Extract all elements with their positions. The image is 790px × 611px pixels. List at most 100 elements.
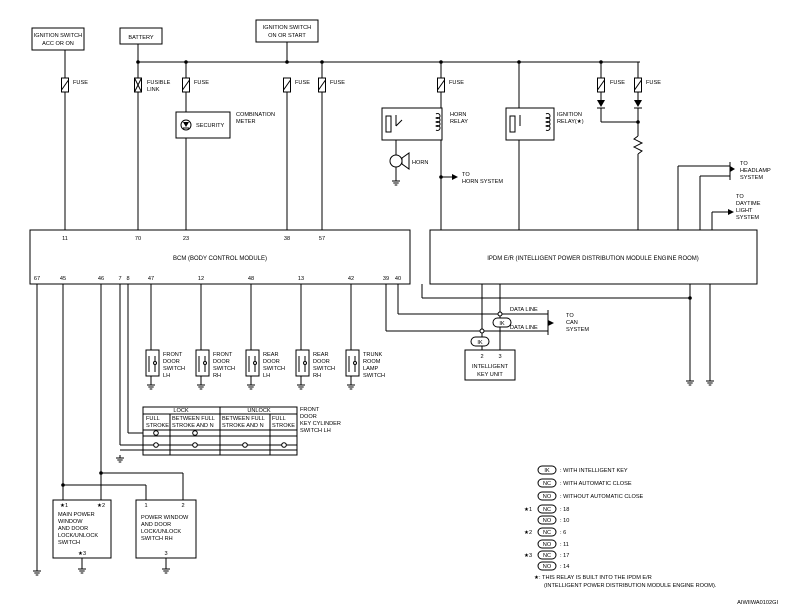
bcm-lower-wires <box>32 284 184 576</box>
door-sw-label: RH <box>313 373 321 379</box>
bcm-bottom-pin: 39 <box>383 276 389 282</box>
svg-text:NO: NO <box>543 494 552 500</box>
legend-row: IK : WITH INTELLIGENT KEY <box>537 465 628 475</box>
intelligent-key-unit: 2 3 INTELLIGENT KEY UNIT <box>464 349 516 381</box>
rh-pw-label: SWITCH RH <box>141 536 173 542</box>
door-sw-label: LH <box>263 373 270 379</box>
to-daytime-line4: SYSTEM <box>736 215 759 221</box>
supply-wires <box>64 42 640 230</box>
fuse-label: FUSE <box>610 80 625 86</box>
to-daytime-line1: TO <box>736 194 744 200</box>
fuse-ign-acc: FUSE <box>61 77 88 230</box>
combination-meter-line1: COMBINATION <box>236 112 275 118</box>
horn-relay-line2: RELAY <box>450 119 468 125</box>
main-pw-label: SWITCH <box>58 540 80 546</box>
door-sw-label: SWITCH <box>163 366 185 372</box>
to-daytime: TO DAYTIME LIGHT SYSTEM <box>711 194 761 230</box>
door-sw-label: RH <box>213 373 221 379</box>
combination-meter: SECURITY COMBINATION METER <box>175 111 275 230</box>
main-pw-label: LOCK/UNLOCK <box>58 533 98 539</box>
svg-text:: 6: : 6 <box>560 530 566 536</box>
bcm-top-pin: 57 <box>319 236 325 242</box>
horn-relay: HORN RELAY <box>381 107 468 230</box>
ignition-acc-box: IGNITION SWITCH ACC OR ON <box>31 27 85 51</box>
bcm-bottom-pin: 67 <box>34 276 40 282</box>
rh-pw-pin: 1 <box>144 503 147 509</box>
door-switch-rear-lh: REAR DOOR SWITCH LH <box>245 284 285 390</box>
svg-text:: WITH AUTOMATIC CLOSE: : WITH AUTOMATIC CLOSE <box>560 481 632 487</box>
kc-label: DOOR <box>300 414 317 420</box>
door-sw-label: SWITCH <box>213 366 235 372</box>
to-daytime-line2: DAYTIME <box>736 201 761 207</box>
svg-text:NC: NC <box>543 553 551 559</box>
fusible-link-line1: FUSIBLE <box>147 80 171 86</box>
bcm-label: BCM (BODY CONTROL MODULE) <box>173 256 267 262</box>
ik-tag: IK <box>477 340 483 346</box>
main-pw-pin3: ★3 <box>78 550 86 557</box>
data-line-label: DATA LINE <box>510 325 538 331</box>
kc-col-label: STROKE <box>272 423 295 429</box>
fuse-label: FUSE <box>330 80 345 86</box>
fuse-label: FUSE <box>449 80 464 86</box>
fuse-label: FUSE <box>73 80 88 86</box>
ipdm-grounds <box>685 284 715 386</box>
svg-text:IK: IK <box>544 468 550 474</box>
main-pw-pin1: ★1 <box>60 502 68 509</box>
legend-row: NC : WITH AUTOMATIC CLOSE <box>537 478 632 488</box>
svg-text:NC: NC <box>543 530 551 536</box>
kc-label: SWITCH LH <box>300 428 331 434</box>
door-sw-label: SWITCH <box>263 366 285 372</box>
bcm-bottom-pin: 45 <box>60 276 66 282</box>
main-pw-label: MAIN POWER <box>58 512 95 518</box>
legend-row: NO : WITHOUT AUTOMATIC CLOSE <box>537 491 644 501</box>
svg-text:: 17: : 17 <box>560 553 569 559</box>
ikey-label-line1: INTELLIGENT <box>472 364 509 370</box>
door-sw-label: FRONT <box>213 352 233 358</box>
kc-col-label: BETWEEN FULL <box>172 416 215 422</box>
ikey-pin: 2 <box>480 354 483 360</box>
kc-col-label: BETWEEN FULL <box>222 416 265 422</box>
ignition-relay-line2: RELAY(★) <box>557 118 584 125</box>
to-headlamp-line1: TO <box>740 161 748 167</box>
kc-col-label: STROKE AND N <box>222 423 264 429</box>
to-can-line2: CAN <box>566 320 578 326</box>
svg-text:: 14: : 14 <box>560 564 569 570</box>
door-sw-label: FRONT <box>163 352 183 358</box>
svg-text:: 18: : 18 <box>560 507 569 513</box>
to-can-line1: TO <box>566 313 574 319</box>
main-power-window-switch: ★1 ★2 MAIN POWER WINDOW AND DOOR LOCK/UN… <box>52 499 112 574</box>
ikey-pin: 3 <box>498 354 501 360</box>
ikey-label-line2: KEY UNIT <box>477 372 503 378</box>
kc-label: KEY CYLINDER <box>300 421 341 427</box>
data-line-label: DATA LINE <box>510 307 538 313</box>
door-sw-label: LH <box>163 373 170 379</box>
ipdm-module: IPDM E/R (INTELLIGENT POWER DISTRIBUTION… <box>429 229 758 285</box>
legend-row: NO : 10 <box>537 515 569 525</box>
bcm-module: BCM (BODY CONTROL MODULE) 11 70 23 38 57… <box>29 229 411 285</box>
fuse-horn: FUSE <box>437 77 464 108</box>
ign-acc-line2: ACC OR ON <box>42 41 74 47</box>
rh-pw-pin: 2 <box>181 503 184 509</box>
rh-pw-pin: 3 <box>164 551 167 557</box>
fuse-label: FUSE <box>295 80 310 86</box>
door-sw-label: SWITCH <box>363 373 385 379</box>
kc-col-label: STROKE <box>146 423 169 429</box>
diagram-code: AIWIIWA0102GI <box>737 600 778 606</box>
main-pw-label: WINDOW <box>58 519 83 525</box>
ign-start-line1: IGNITION SWITCH <box>263 25 311 31</box>
door-sw-label: DOOR <box>163 359 180 365</box>
to-headlamp: TO HEADLAMP SYSTEM <box>677 161 771 230</box>
bcm-bottom-pin: 40 <box>395 276 401 282</box>
security-label: SECURITY <box>196 123 225 129</box>
bcm-top-pin: 11 <box>62 236 68 242</box>
star-note-line1: ★: THIS RELAY IS BUILT INTO THE IPDM E/R <box>534 574 652 581</box>
fuse-label: FUSE <box>194 80 209 86</box>
door-sw-label: DOOR <box>313 359 330 365</box>
kc-col-label: FULL <box>272 416 286 422</box>
door-sw-label: DOOR <box>213 359 230 365</box>
kc-col-label: FULL <box>146 416 160 422</box>
battery-box: BATTERY <box>119 27 163 45</box>
kc-col-label: STROKE AND N <box>172 423 214 429</box>
to-daytime-line3: LIGHT <box>736 208 753 214</box>
